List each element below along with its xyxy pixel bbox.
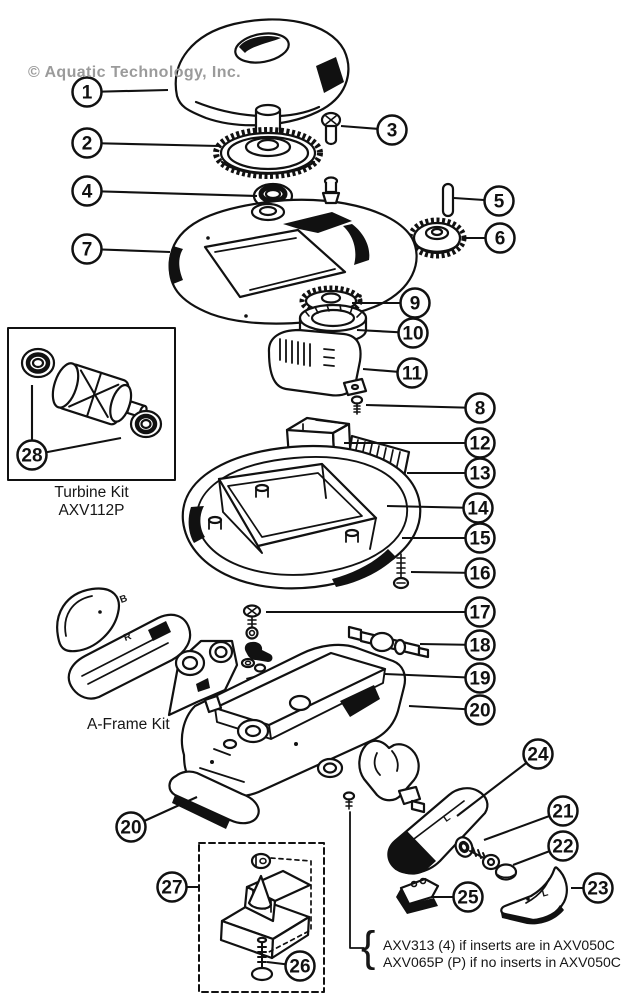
callout-number-24: 24 — [527, 745, 549, 766]
callout-number-10: 10 — [402, 324, 423, 345]
part-19-lower-frame — [180, 643, 407, 798]
callout-circle-6 — [484, 222, 516, 254]
callout-circle-20 — [115, 811, 147, 843]
callout-circle-15 — [464, 522, 496, 554]
callout-number-15: 15 — [469, 529, 491, 550]
callout-circle-22 — [547, 830, 579, 862]
callout-number-17: 17 — [469, 603, 490, 624]
note-line-1: AXV313 (4) if inserts are in AXV050C — [383, 937, 615, 953]
right-side-parts — [316, 739, 568, 925]
part-28-turbine-kit-contents — [20, 347, 163, 439]
callout-circle-4 — [71, 175, 103, 207]
part-6-turbine-gear — [407, 217, 467, 259]
note-connector-line — [349, 811, 365, 949]
callout-circle-2 — [71, 127, 103, 159]
part-17-screw-and-nut — [242, 604, 262, 640]
callout-number-5: 5 — [494, 192, 505, 213]
callout-number-11: 11 — [402, 364, 423, 385]
callout-number-26: 26 — [289, 957, 310, 978]
callout-circle-28 — [16, 439, 48, 471]
callout-leader-8 — [365, 403, 481, 410]
callout-number-14: 14 — [467, 499, 489, 520]
callout-number-7: 7 — [82, 240, 93, 261]
dashed-leader-27 — [266, 857, 312, 954]
callout-circle-8 — [464, 392, 496, 424]
callout-number-4: 4 — [82, 182, 93, 203]
callout-circle-5 — [483, 185, 515, 217]
callout-number-20: 20 — [469, 701, 490, 722]
callout-number-28: 28 — [21, 446, 42, 467]
part-7-middle-body — [168, 176, 418, 325]
turbine-kit-box — [7, 327, 176, 481]
callout-circle-20 — [464, 694, 496, 726]
callout-circle-18 — [464, 629, 496, 661]
callout-number-3: 3 — [387, 121, 398, 142]
callout-number-6: 6 — [495, 229, 506, 250]
callout-number-9: 9 — [410, 294, 421, 315]
callout-number-2: 2 — [82, 134, 93, 155]
callout-circle-17 — [464, 596, 496, 628]
callout-number-22: 22 — [552, 837, 573, 858]
callout-leader-19 — [384, 672, 481, 680]
callout-leader-4 — [86, 189, 258, 198]
part-11-gear-motor — [267, 328, 368, 397]
part-27-flapper-assembly — [219, 852, 312, 982]
turbine-kit-part-number: AXV112P — [58, 502, 125, 519]
callout-circle-10 — [397, 317, 429, 349]
note-line-2: AXV065P (P) if no inserts in AXV050C — [383, 954, 621, 970]
part-3-screw — [320, 111, 342, 146]
callout-circle-23 — [582, 872, 614, 904]
callout-number-16: 16 — [469, 564, 490, 585]
part-5-pin — [441, 182, 455, 218]
a-frame-kit-parts — [56, 587, 260, 829]
part-16-screw — [392, 553, 410, 590]
part-1-top-cover — [174, 18, 350, 127]
callout-number-18: 18 — [469, 636, 490, 657]
part-8-screw — [350, 395, 364, 415]
callout-circle-1 — [71, 76, 103, 108]
part-18-axle-shaft — [347, 625, 430, 659]
callout-number-8: 8 — [475, 399, 486, 420]
callout-circle-11 — [396, 357, 428, 389]
callout-number-21: 21 — [552, 802, 574, 823]
callout-circle-21 — [547, 795, 579, 827]
turbine-kit-title: Turbine Kit — [54, 484, 129, 501]
callout-leader-24 — [456, 753, 539, 817]
callout-circle-25 — [452, 881, 484, 913]
callout-circle-3 — [376, 114, 408, 146]
callout-number-20: 20 — [120, 818, 141, 839]
part-2-drive-gear — [213, 103, 323, 179]
callout-leader-2 — [86, 141, 220, 148]
note-brace: { — [361, 923, 376, 971]
part-15-bottom-housing — [181, 445, 422, 590]
callout-circle-19 — [464, 662, 496, 694]
watermark: © Aquatic Technology, Inc. — [28, 64, 242, 81]
callout-number-13: 13 — [469, 464, 490, 485]
callout-circle-26 — [284, 950, 316, 982]
callout-number-12: 12 — [469, 434, 490, 455]
callout-circle-13 — [464, 457, 496, 489]
callout-circle-7 — [71, 233, 103, 265]
callout-circle-27 — [156, 871, 188, 903]
callout-circle-24 — [522, 738, 554, 770]
callout-number-27: 27 — [161, 878, 182, 899]
a-frame-kit-label: A-Frame Kit — [87, 716, 170, 733]
callout-number-19: 19 — [469, 669, 490, 690]
callout-circle-16 — [464, 557, 496, 589]
callout-number-25: 25 — [457, 888, 479, 909]
callout-number-23: 23 — [587, 879, 608, 900]
part-27-dashed-box — [198, 842, 325, 993]
callout-number-1: 1 — [82, 83, 93, 104]
